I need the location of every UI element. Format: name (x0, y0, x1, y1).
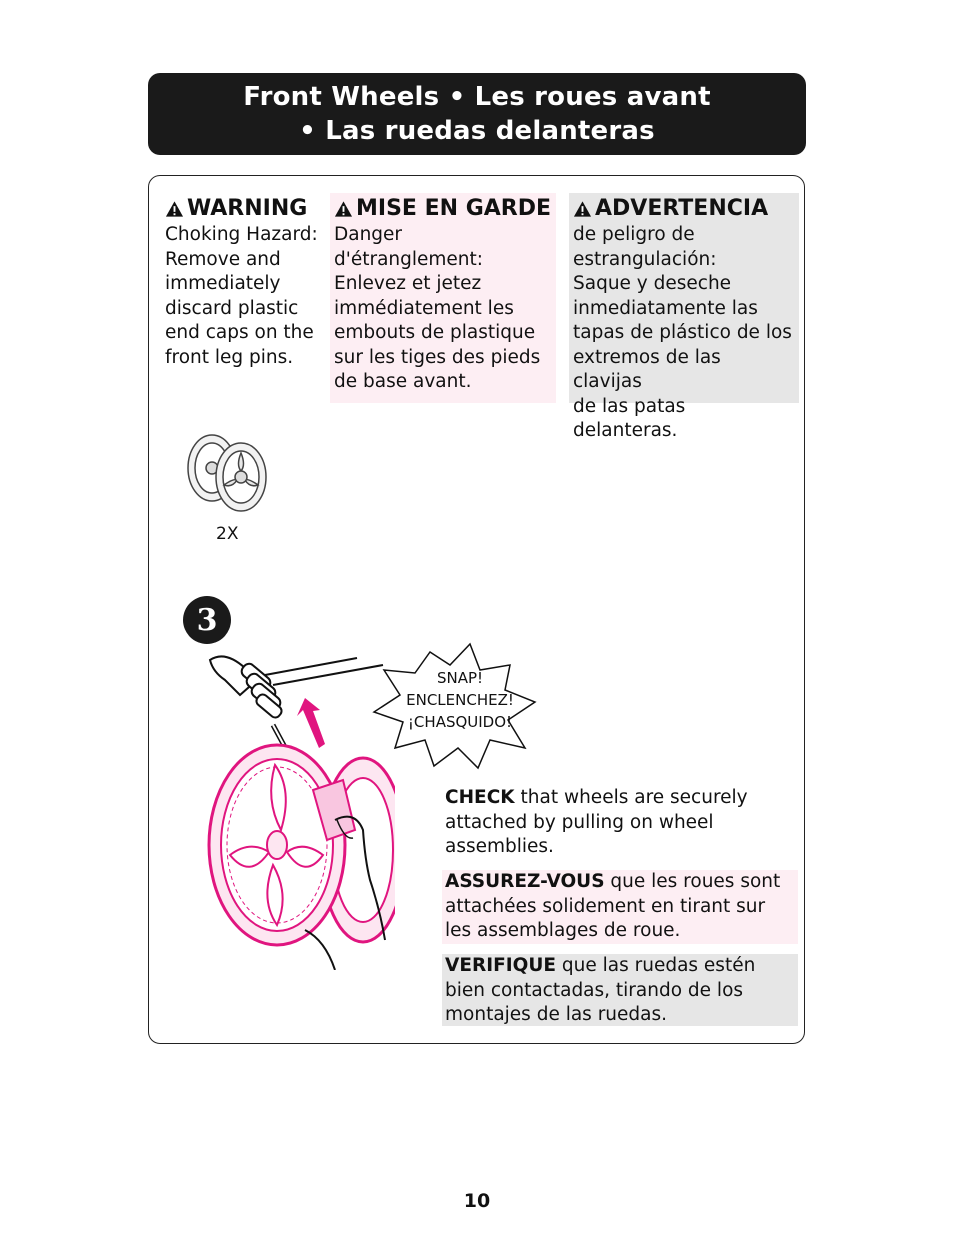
instruction-text: que les roues sont attachées solidement … (445, 871, 781, 941)
snap-callout-text: SNAP! ENCLENCHEZ! ¡CHASQUIDO! (398, 667, 522, 733)
header-title-line1: Front Wheels • Les roues avant (243, 82, 711, 112)
parts-count: 2X (216, 524, 239, 544)
snap-line-fr: ENCLENCHEZ! (406, 691, 514, 709)
instruction-text: que las ruedas estén bien contactadas, t… (445, 955, 756, 1025)
wheel-attachment-illustration (207, 655, 395, 970)
instruction-spanish: VERIFIQUE que las ruedas estén bien cont… (442, 954, 798, 1026)
instruction-english: CHECK that wheels are securely attached … (442, 786, 782, 860)
instruction-keyword: ASSUREZ-VOUS (445, 871, 605, 892)
warning-triangle-icon (165, 201, 184, 217)
warning-triangle-icon (334, 201, 353, 217)
warning-title: MISE EN GARDE (356, 196, 552, 221)
warning-french: MISE EN GARDE Danger d'étranglement: Enl… (330, 193, 556, 403)
section-header: Front Wheels • Les roues avant • Las rue… (148, 73, 806, 155)
instruction-keyword: VERIFIQUE (445, 955, 556, 976)
instruction-keyword: CHECK (445, 787, 515, 808)
header-title-line2: • Las ruedas delanteras (299, 116, 655, 146)
warning-title: WARNING (187, 196, 308, 221)
snap-burst-shape (372, 642, 537, 770)
warning-triangle-icon (573, 201, 592, 217)
step-number: 3 (183, 596, 231, 644)
warning-title: ADVERTENCIA (595, 196, 769, 221)
wheels-parts-illustration (187, 434, 267, 512)
warning-body: Choking Hazard: Remove and immediately d… (165, 224, 318, 368)
warning-body: de peligro de estrangulación: Saque y de… (573, 224, 792, 441)
snap-line-en: SNAP! (436, 669, 484, 687)
page-number: 10 (463, 1190, 491, 1212)
warning-spanish: ADVERTENCIA de peligro de estrangulación… (569, 193, 799, 441)
snap-line-es: ¡CHASQUIDO! (407, 713, 513, 731)
instruction-french: ASSUREZ-VOUS que les roues sont attachée… (442, 870, 798, 944)
warning-body: Danger d'étranglement: Enlevez et jetez … (334, 224, 541, 392)
instruction-text: that wheels are securely attached by pul… (445, 787, 748, 857)
instruction-panel (148, 175, 805, 1044)
warning-english: WARNING Choking Hazard: Remove and immed… (165, 195, 325, 370)
